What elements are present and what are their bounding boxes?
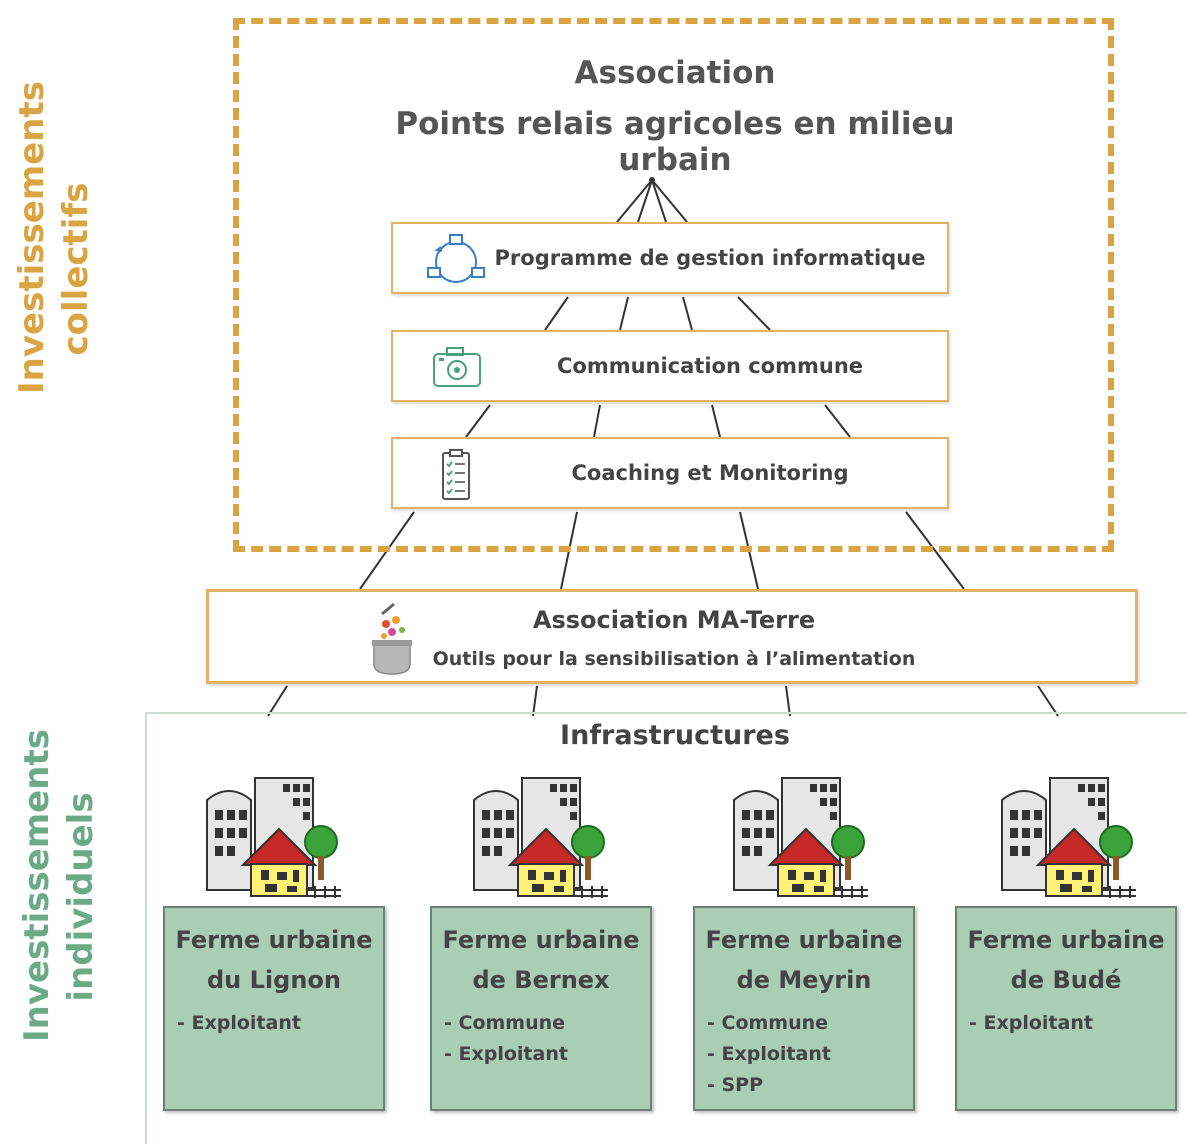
connector-line [544, 296, 569, 331]
infrastructures-panel [145, 712, 1187, 1144]
connector-line [619, 296, 629, 331]
connector-line [711, 404, 721, 438]
connector-line [637, 179, 653, 223]
ma-terre-subtitle: Outils pour la sensibilisation à l’alime… [432, 648, 916, 670]
farm-stakeholders: - Commune - Exploitant - SPP [695, 1008, 913, 1101]
ma-terre-title: Association MA-Terre [532, 606, 816, 634]
connector-line [651, 179, 667, 223]
list-item: - Exploitant [969, 1012, 1093, 1034]
connector-line [267, 685, 288, 717]
list-item: - Exploitant [707, 1043, 831, 1065]
ma-terre-box: Association MA-Terre Outils pour la sens… [206, 589, 1138, 684]
network-cycle-icon [427, 234, 485, 283]
tool-label: Coaching et Monitoring [571, 461, 849, 485]
tool-label: Communication commune [556, 354, 864, 378]
farm-name: Ferme urbaine de Meyrin [705, 926, 903, 994]
mortar-food-icon [372, 602, 412, 675]
connector-line [651, 179, 688, 223]
list-item: - Commune [444, 1012, 566, 1034]
farm-box-bude: Ferme urbaine de Budé - Exploitant [955, 906, 1177, 1111]
urban-farm-icon [206, 777, 341, 898]
association-title: Association [574, 55, 776, 91]
farm-name: Ferme urbaine du Lignon [175, 926, 373, 994]
connector-line [682, 296, 693, 331]
urban-farm-icon [473, 777, 608, 898]
association-subtitle: Points relais agricoles en milieu urbain [395, 106, 955, 178]
connector-line [824, 404, 851, 438]
tool-box-coaching: Coaching et Monitoring [391, 437, 949, 509]
farm-box-meyrin: Ferme urbaine de Meyrin - Commune - Expl… [693, 906, 915, 1111]
urban-farm-icon [1001, 777, 1136, 898]
farm-name: Ferme urbaine de Bernex [442, 926, 640, 994]
infrastructures-title: Infrastructures [560, 720, 790, 751]
farm-stakeholders: - Commune - Exploitant [432, 1008, 650, 1070]
tool-box-it-program: Programme de gestion informatique [391, 222, 949, 294]
association-frame [233, 18, 1114, 552]
farm-name: Ferme urbaine de Budé [967, 926, 1165, 994]
tool-box-communication: Communication commune [391, 330, 949, 402]
farm-stakeholders: - Exploitant [165, 1008, 383, 1039]
side-label-individual: Investissements individuels [17, 729, 101, 1042]
connector-line [532, 685, 538, 717]
farm-box-lignon: Ferme urbaine du Lignon - Exploitant [163, 906, 385, 1111]
connector-line [785, 685, 791, 717]
urban-farm-icon [733, 777, 868, 898]
checklist-icon [442, 449, 470, 500]
side-label-collective: Investissements collectifs [12, 81, 96, 394]
list-item: - Commune [707, 1012, 829, 1034]
tool-label: Programme de gestion informatique [494, 246, 926, 270]
camera-icon [433, 347, 481, 387]
list-item: - SPP [707, 1074, 764, 1096]
connector-line [1037, 685, 1059, 717]
connector-line [616, 179, 653, 223]
connector-line [593, 404, 601, 438]
farm-stakeholders: - Exploitant [957, 1008, 1175, 1039]
connector-line [465, 404, 491, 438]
list-item: - Exploitant [177, 1012, 301, 1034]
farm-box-bernex: Ferme urbaine de Bernex - Commune - Expl… [430, 906, 652, 1111]
connector-line [737, 296, 771, 331]
list-item: - Exploitant [444, 1043, 568, 1065]
